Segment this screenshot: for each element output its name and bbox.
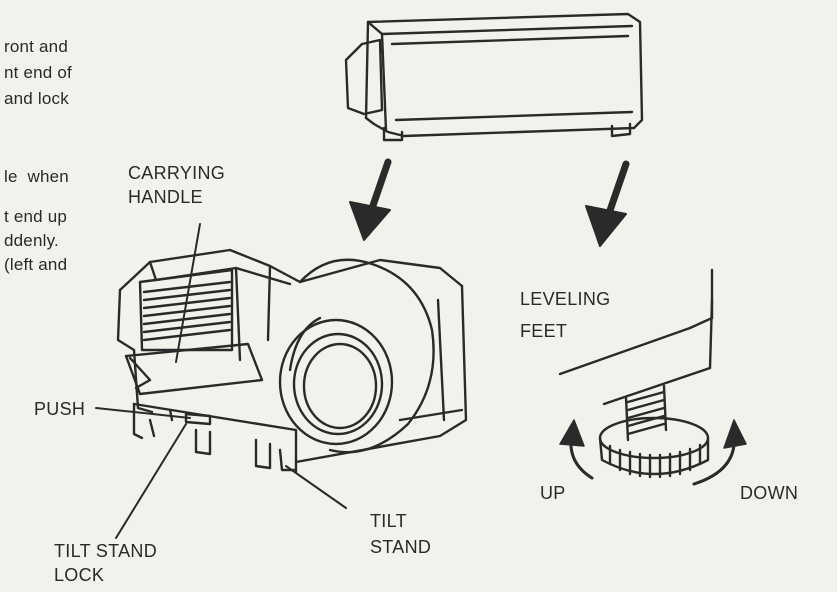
tilt-stand-lock-label: TILT STAND [54, 541, 158, 561]
body-text-line: ront and [4, 37, 68, 56]
tilt-stand-label: TILT [370, 511, 407, 531]
push-label: PUSH [34, 399, 86, 419]
body-text-line: and lock [4, 89, 69, 108]
body-text-line: t end up [4, 207, 68, 226]
leveling-foot-detail [558, 268, 747, 486]
down-label: DOWN [740, 483, 799, 503]
carrying-handle-label: HANDLE [128, 187, 203, 207]
body-text-line: le when [4, 167, 69, 186]
carrying-handle-label: CARRYING [128, 163, 226, 183]
tilt-stand-label: STAND [370, 537, 432, 557]
up-label: UP [540, 483, 566, 503]
body-text-line: nt end of [4, 63, 72, 82]
leveling-feet-label: FEET [520, 321, 568, 341]
leader-lines [95, 223, 347, 539]
body-text-line: ddenly. [4, 231, 59, 250]
tilt-stand-lock-label: LOCK [54, 565, 105, 585]
arrow-right-down [585, 160, 630, 247]
projector-top-view [344, 12, 644, 142]
arrow-left-down [349, 158, 392, 241]
body-text-line: (left and [4, 255, 68, 274]
projector-main [116, 248, 468, 474]
leveling-feet-label: LEVELING [520, 289, 611, 309]
